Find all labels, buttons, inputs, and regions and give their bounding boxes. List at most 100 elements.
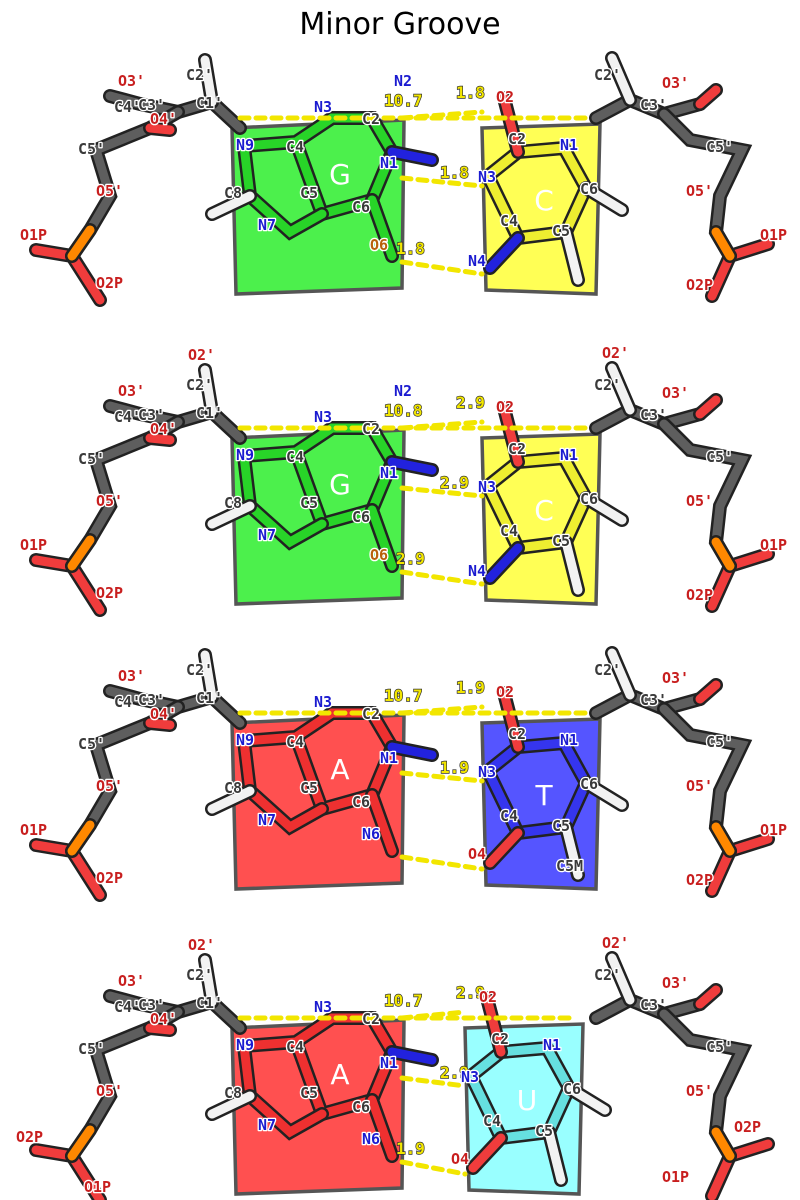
left-base-exocyclic [367, 1095, 397, 1161]
right-sugar-o2p: O2' [602, 344, 629, 362]
right-atom-n1: N1 [560, 136, 578, 154]
right-sugar-o1p: O1P [760, 536, 787, 554]
right-phosphate [711, 822, 735, 856]
left-sugar-o3p: O3' [118, 382, 145, 400]
left-atom-n2: N2 [394, 382, 412, 400]
left-sugar-c3p: C3' [138, 996, 165, 1014]
left-atom-c4: C4 [286, 448, 304, 466]
left-atom-c6: C6 [352, 508, 370, 526]
left-base-ring5 [239, 1041, 327, 1138]
left-atom-n1: N1 [380, 749, 398, 767]
right-sugar-o3p: O3' [662, 384, 689, 402]
distance-label-1: 10.7 [384, 991, 423, 1010]
left-sugar-o2p: O2P [96, 869, 123, 887]
right-base-h5 [561, 537, 583, 595]
left-sugar-o2p: O2' [188, 936, 215, 954]
right-sugar-c3p: C3' [640, 996, 667, 1014]
left-sugar-c2p: C2' [186, 966, 213, 984]
left-sugar-o5p: O5' [96, 182, 123, 200]
left-o2p-bond [67, 561, 105, 615]
right-atom-c5: C5 [552, 817, 570, 835]
left-h-bond [200, 365, 217, 417]
left-sugar-o5p: O5' [96, 1082, 123, 1100]
left-atom-c6: C6 [352, 1098, 370, 1116]
left-sugar-c3p: C3' [138, 96, 165, 114]
left-atom-c6: C6 [352, 198, 370, 216]
left-sugar-c2p: C2' [186, 376, 213, 394]
right-atom-c2: C2 [508, 130, 526, 148]
left-atom-n6: N6 [362, 1130, 380, 1148]
right-atom-c4: C4 [483, 1112, 501, 1130]
right-sugar-o2p: O2P [734, 1118, 761, 1136]
left-atom-n2: N2 [394, 72, 412, 90]
right-base-o2 [499, 688, 523, 752]
right-atom-c5: C5 [552, 222, 570, 240]
right-base-letter: T [534, 779, 553, 812]
right-atom-o4: O4 [468, 845, 486, 863]
left-sugar-c1p: C1' [196, 404, 223, 422]
distance-label-2: 1.8 [456, 83, 485, 102]
right-phosphate [711, 227, 735, 261]
right-sugar-o1p: O1P [662, 1168, 689, 1186]
left-base-ring5 [239, 451, 327, 548]
left-sugar-o2p: O2P [96, 584, 123, 602]
distance-label-1: 10.8 [384, 401, 423, 420]
left-o2p-bond [67, 846, 105, 900]
right-base-letter: C [534, 184, 554, 217]
left-sugar-c4p: C4' [114, 693, 141, 711]
right-base-exocyclic [485, 828, 523, 868]
left-atom-n9: N9 [236, 731, 254, 749]
left-sugar-c2p: C2' [186, 661, 213, 679]
right-o2p-bond [707, 1151, 735, 1200]
distance-label-1: 10.7 [384, 686, 423, 705]
right-base-exocyclic [485, 543, 523, 583]
left-base-letter: G [329, 158, 351, 191]
left-sugar-o5p: O5' [96, 777, 123, 795]
right-sugar-o5p: O5' [686, 492, 713, 510]
right-atom-o2: O2 [496, 88, 514, 106]
right-base-exocyclic [485, 233, 523, 273]
right-sugar-o1p: O1P [760, 821, 787, 839]
right-sugar-o3p: O3' [662, 74, 689, 92]
left-atom-c5: C5 [300, 1084, 318, 1102]
right-base-h6 [581, 493, 627, 525]
right-sugar-o5p: O5' [686, 182, 713, 200]
left-o4-bond [145, 1023, 175, 1035]
left-atom-n1: N1 [380, 1054, 398, 1072]
left-atom-n3: N3 [314, 998, 332, 1016]
distance-label-4: 1.8 [396, 239, 425, 258]
right-atom-c6: C6 [580, 490, 598, 508]
left-base-ring5 [239, 736, 327, 833]
left-sugar-o2p: O2' [188, 346, 215, 364]
right-base-letter: C [534, 494, 554, 527]
left-sugar-o2p: O2P [96, 274, 123, 292]
right-sugar-ring [591, 405, 705, 433]
left-h-bond [200, 650, 217, 702]
left-atom-n6: N6 [362, 825, 380, 843]
hbond-line-3 [399, 569, 485, 587]
right-atom-n3: N3 [478, 763, 496, 781]
left-o4-bond [145, 433, 175, 445]
right-phosphate [711, 1127, 735, 1161]
right-base-o2 [499, 403, 523, 467]
right-atom-c4: C4 [500, 212, 518, 230]
left-phosphate [67, 225, 95, 261]
left-h-bond [200, 55, 217, 107]
left-sugar-o4p: O4' [150, 420, 177, 438]
right-sugar-o3p: O3' [662, 669, 689, 687]
left-sugar-o1p: O1P [84, 1178, 111, 1196]
left-atom-c5: C5 [300, 779, 318, 797]
right-h-bond [607, 363, 635, 415]
right-sugar-o2p: O2P [686, 871, 713, 889]
left-o2p-bond [67, 1151, 105, 1200]
right-atom-c2: C2 [508, 725, 526, 743]
right-atom-c5m: C5M [556, 857, 583, 875]
right-base-o2 [499, 93, 523, 157]
right-o3-bond [695, 395, 721, 419]
left-sugar-o3p: O3' [118, 72, 145, 90]
left-atom-c2: C2 [362, 110, 380, 128]
left-atom-c4: C4 [286, 1038, 304, 1056]
left-base-letter: A [330, 753, 349, 786]
left-atom-c2: C2 [362, 1010, 380, 1028]
right-base-h5 [561, 227, 583, 285]
